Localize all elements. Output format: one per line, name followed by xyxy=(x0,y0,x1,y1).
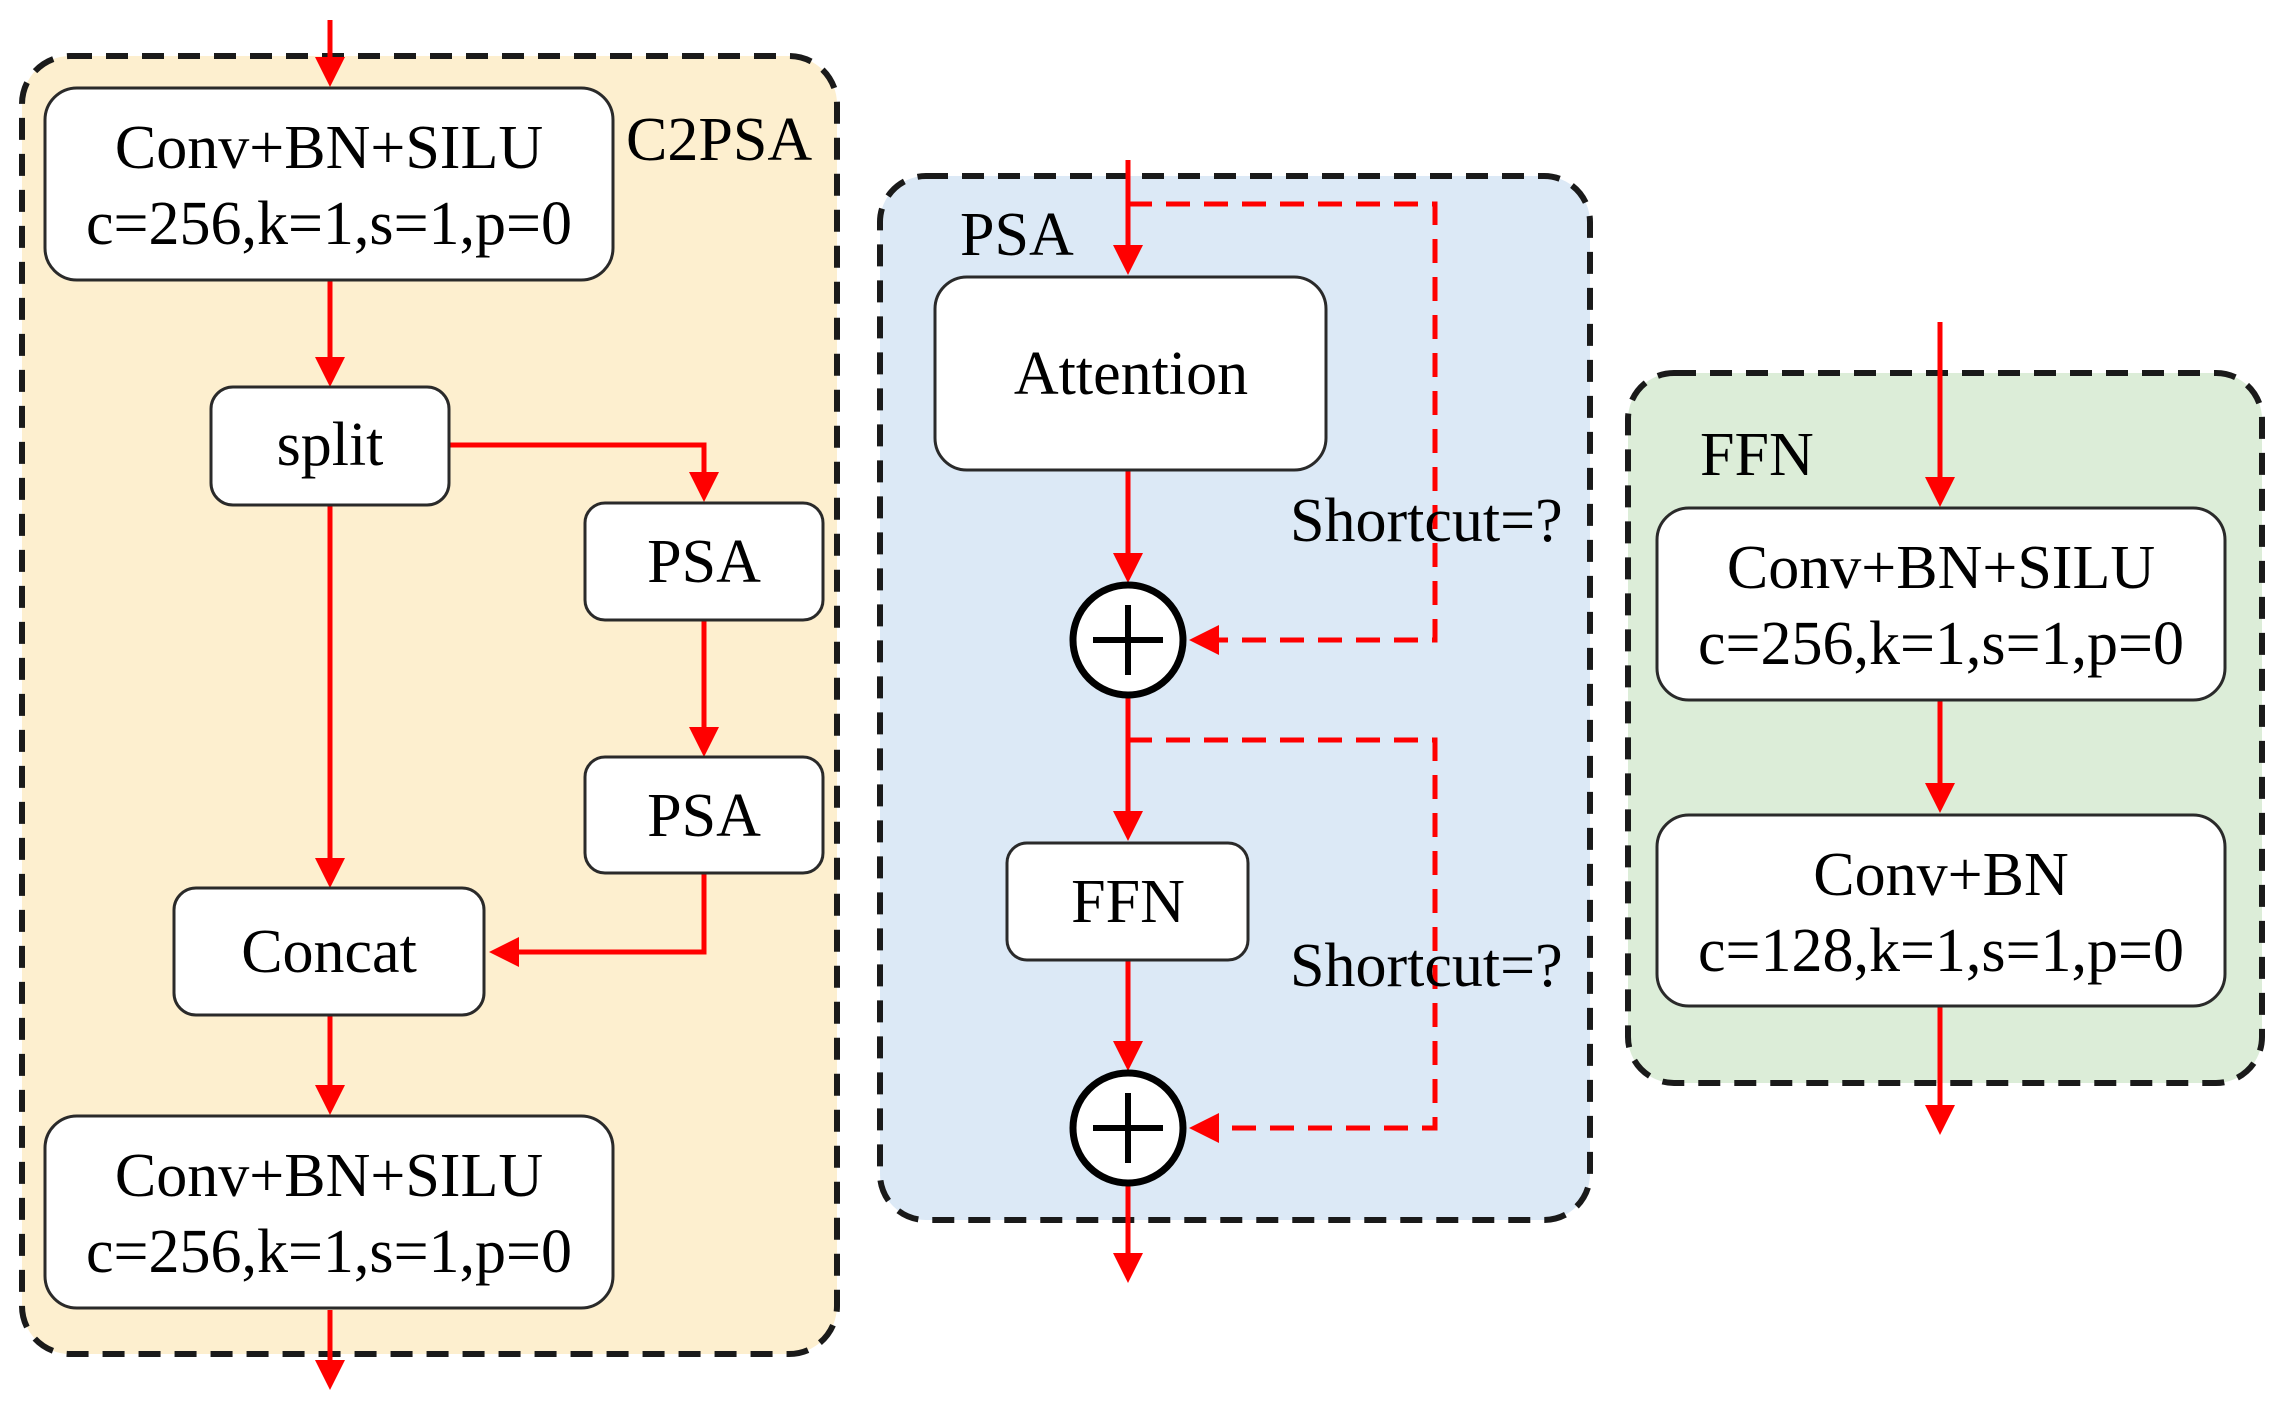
psa-shortcut-label-1: Shortcut=? xyxy=(1290,487,1563,555)
psa-attention-node: Attention xyxy=(933,275,1328,472)
c2psa-psa-node-2: PSA xyxy=(583,755,825,875)
c2psa-concat-node: Concat xyxy=(172,886,486,1017)
circled-plus-icon xyxy=(1069,1069,1187,1187)
c2psa-panel-background xyxy=(19,53,840,1357)
psa-shortcut-path-1 xyxy=(1128,201,1438,655)
ffn-conv-1-line2: c=256,k=1,s=1,p=0 xyxy=(1698,610,2184,678)
psa-panel: PSA Attention FFN Short xyxy=(877,160,1593,1283)
c2psa-concat-label: Concat xyxy=(241,918,417,986)
c2psa-title: C2PSA xyxy=(626,106,812,174)
ffn-conv-2-line2: c=128,k=1,s=1,p=0 xyxy=(1698,917,2184,985)
psa-shortcut-label-2: Shortcut=? xyxy=(1290,932,1563,1000)
c2psa-split-label: split xyxy=(277,411,384,479)
ffn-conv-2-line1: Conv+BN xyxy=(1813,841,2068,909)
c2psa-split-to-psa-arrow xyxy=(449,442,719,502)
c2psa-conv-out-line1: Conv+BN+SILU xyxy=(115,1142,543,1210)
psa-attention-label: Attention xyxy=(1014,340,1248,408)
c2psa-split-node: split xyxy=(209,385,451,507)
c2psa-conv-out-line2: c=256,k=1,s=1,p=0 xyxy=(86,1218,572,1286)
psa-shortcut-path-2 xyxy=(1128,737,1438,1143)
ffn-title: FFN xyxy=(1700,421,1814,489)
c2psa-psa-2-label: PSA xyxy=(647,782,761,850)
psa-ffn-node: FFN xyxy=(1005,841,1250,962)
c2psa-psa-1-label: PSA xyxy=(647,528,761,596)
c2psa-panel: C2PSA Conv+BN+SILU c=256,k=1,s=1,p=0 spl… xyxy=(19,20,840,1390)
ffn-conv-1-node: Conv+BN+SILU c=256,k=1,s=1,p=0 xyxy=(1655,506,2227,702)
c2psa-conv-in-node: Conv+BN+SILU c=256,k=1,s=1,p=0 xyxy=(43,86,615,282)
circled-plus-icon xyxy=(1069,581,1187,699)
ffn-conv-1-line1: Conv+BN+SILU xyxy=(1727,534,2155,602)
c2psa-psa-to-concat-arrow xyxy=(489,873,707,967)
c2psa-conv-out-node: Conv+BN+SILU c=256,k=1,s=1,p=0 xyxy=(43,1114,615,1310)
c2psa-conv-in-line2: c=256,k=1,s=1,p=0 xyxy=(86,190,572,258)
c2psa-psa-node-1: PSA xyxy=(583,501,825,622)
psa-ffn-label: FFN xyxy=(1071,868,1185,936)
psa-title: PSA xyxy=(960,201,1074,269)
ffn-panel: FFN Conv+BN+SILU c=256,k=1,s=1,p=0 Conv+… xyxy=(1625,322,2265,1135)
ffn-conv-2-node: Conv+BN c=128,k=1,s=1,p=0 xyxy=(1655,813,2227,1008)
c2psa-conv-in-line1: Conv+BN+SILU xyxy=(115,114,543,182)
